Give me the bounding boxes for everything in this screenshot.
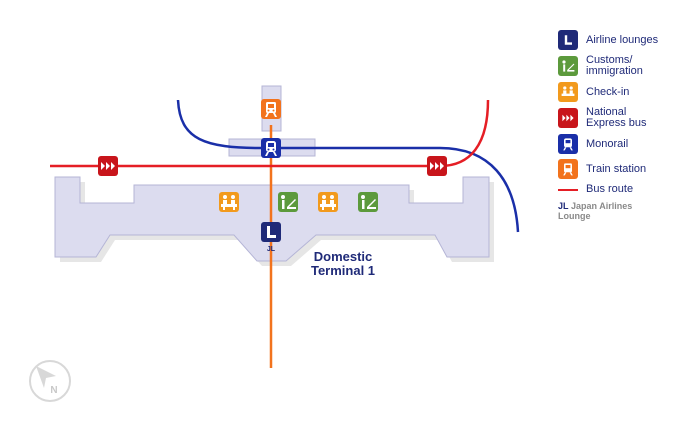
legend-label-bus: National Express bus — [586, 107, 647, 129]
map-legend: Airline lounges Customs/ immigration Che… — [558, 30, 680, 221]
terminal-label-line2: Terminal 1 — [311, 263, 375, 278]
bus-stop-west-icon[interactable] — [98, 156, 118, 176]
legend-label-bus-line2: Express bus — [586, 117, 647, 129]
legend-label-customs-line2: immigration — [586, 65, 643, 77]
bus-route-line-icon — [558, 188, 578, 191]
legend-label-customs-line1: Customs/ — [586, 54, 633, 66]
customs-west-icon[interactable] — [278, 192, 298, 212]
legend-label-checkin: Check-in — [586, 85, 630, 98]
terminal-label-line1: Domestic — [314, 249, 373, 264]
north-arrow-icon[interactable]: N — [29, 360, 71, 402]
legend-item-lounges: Airline lounges — [558, 30, 680, 50]
legend-item-bus-route: Bus route — [558, 184, 680, 195]
legend-lounge-note: JL Japan Airlines Lounge — [558, 201, 680, 221]
monorail-line — [176, 99, 520, 233]
monorail-station-icon[interactable] — [261, 138, 281, 158]
legend-note-code: JL — [558, 201, 569, 211]
legend-note-line2: Lounge — [558, 211, 591, 221]
monorail-icon — [558, 134, 578, 154]
jal-lounge-icon[interactable] — [261, 222, 281, 242]
checkin-east-icon[interactable] — [318, 192, 338, 212]
legend-item-train: Train station — [558, 159, 680, 179]
legend-label-bus-route: Bus route — [586, 183, 634, 195]
train-station-icon[interactable] — [261, 99, 281, 119]
lounge-code-label: JL — [267, 246, 276, 253]
checkin-west-icon[interactable] — [219, 192, 239, 212]
train-icon — [558, 159, 578, 179]
customs-east-icon[interactable] — [358, 192, 378, 212]
checkin-icon — [558, 82, 578, 102]
legend-note-line1: Japan Airlines — [571, 201, 633, 211]
legend-label-monorail: Monorail — [586, 137, 629, 150]
legend-item-customs: Customs/ immigration — [558, 55, 680, 77]
legend-label-lounges: Airline lounges — [586, 33, 659, 46]
legend-item-monorail: Monorail — [558, 134, 680, 154]
bus-stop-east-icon[interactable] — [427, 156, 447, 176]
legend-label-customs: Customs/ immigration — [586, 55, 643, 77]
legend-item-checkin: Check-in — [558, 82, 680, 102]
bus-icon — [558, 108, 578, 128]
legend-label-train: Train station — [586, 162, 647, 175]
lounge-icon — [558, 30, 578, 50]
north-label: N — [50, 385, 57, 396]
legend-item-bus: National Express bus — [558, 107, 680, 129]
customs-icon — [558, 56, 578, 76]
legend-label-bus-line1: National — [586, 106, 627, 118]
